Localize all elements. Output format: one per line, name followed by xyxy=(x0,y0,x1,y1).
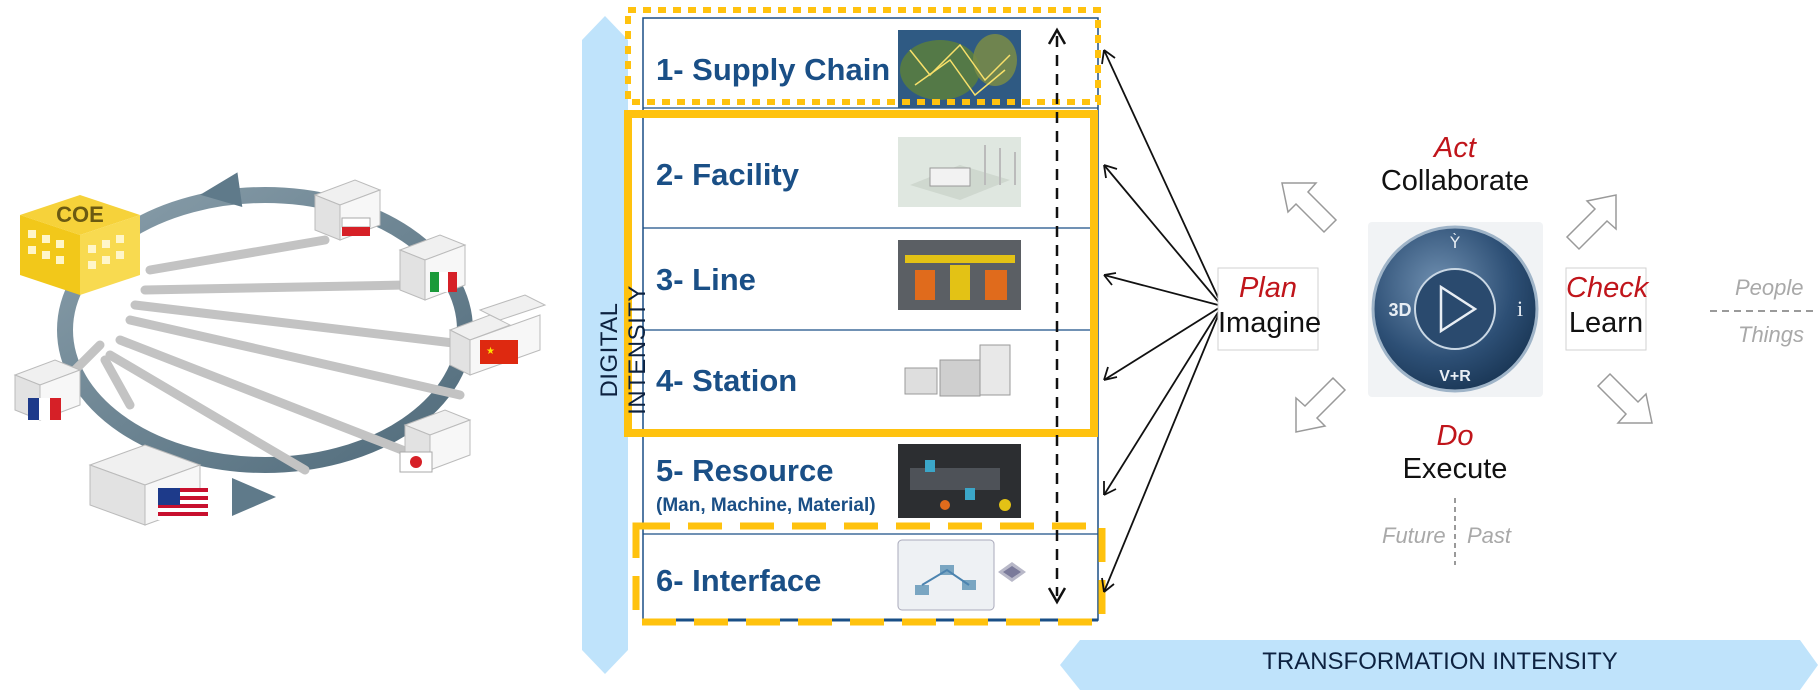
interface-image xyxy=(897,539,1026,611)
factory-france xyxy=(13,359,82,421)
levels-table xyxy=(642,17,1099,622)
compass-vr-label: V+R xyxy=(1439,368,1471,385)
factory-poland xyxy=(313,179,382,241)
level-6-title: 6- Interface xyxy=(656,563,822,598)
things-label: Things xyxy=(1738,322,1805,347)
check-verb: Learn xyxy=(1568,307,1644,339)
level-3-title: 3- Line xyxy=(656,262,756,297)
factory-china: ★ xyxy=(448,294,547,376)
china-flag xyxy=(480,340,518,364)
antenna-icon: Ỳ xyxy=(1449,233,1460,252)
supply-chain-dotted-frame xyxy=(625,7,1101,105)
factory-japan xyxy=(399,409,472,473)
people-label: People xyxy=(1735,275,1804,300)
supply-chain-map-image xyxy=(898,30,1021,108)
compass-3d-label: 3D xyxy=(1388,300,1411,320)
act-keyword: Act xyxy=(1434,132,1476,164)
level-5-title: 5- Resource xyxy=(656,453,834,488)
do-keyword: Do xyxy=(1436,420,1474,452)
level-4-title: 4- Station xyxy=(656,363,798,398)
resource-image xyxy=(898,444,1021,518)
cycle-arrow-bottom-left xyxy=(1295,376,1347,433)
line-image xyxy=(898,240,1021,310)
plan-box xyxy=(1217,267,1319,351)
plan-fan-arrows xyxy=(1101,49,1223,593)
cycle-arrow-top-right xyxy=(1565,194,1617,251)
act-verb: Collaborate xyxy=(1380,165,1530,197)
ring-arrow-top xyxy=(200,172,243,208)
ring-arrow-bottom xyxy=(232,478,276,516)
play-icon xyxy=(1439,284,1478,334)
spoke-arrows xyxy=(70,235,475,475)
factory-usa xyxy=(88,444,208,526)
cycle-arrows xyxy=(1281,182,1653,433)
compass-logo: Ỳ 3D i V+R xyxy=(1368,222,1543,397)
facility-station-solid-frame xyxy=(624,110,1098,437)
france-flag xyxy=(28,398,61,420)
italy-flag xyxy=(430,272,457,292)
transformation-intensity-axis xyxy=(1060,640,1818,690)
facility-image xyxy=(898,137,1021,207)
station-image xyxy=(898,340,1021,410)
svg-text:★: ★ xyxy=(486,346,495,357)
past-label: Past xyxy=(1467,523,1512,548)
level-2-title: 2- Facility xyxy=(656,157,799,192)
coe-building: COE xyxy=(20,195,140,295)
do-verb: Execute xyxy=(1402,453,1508,485)
network-diagram: COE ★ xyxy=(13,172,547,526)
poland-flag xyxy=(341,217,371,228)
coe-label: COE xyxy=(56,202,104,227)
check-keyword: Check xyxy=(1566,272,1649,304)
check-box xyxy=(1565,267,1647,351)
level-5-subtitle: (Man, Machine, Material) xyxy=(656,495,876,516)
cycle-arrow-top-left xyxy=(1281,182,1338,234)
factory-italy xyxy=(398,234,467,301)
future-label: Future xyxy=(1382,523,1446,548)
interface-dashed-frame xyxy=(632,522,1106,626)
plan-keyword: Plan xyxy=(1238,272,1298,304)
cycle-arrow-bottom-right xyxy=(1596,372,1653,424)
digital-intensity-label: DIGITAL INTENSITY xyxy=(596,285,651,415)
compass-i-label: i xyxy=(1517,296,1523,321)
usa-flag xyxy=(158,488,208,520)
digital-intensity-axis xyxy=(582,16,628,674)
level-1-title: 1- Supply Chain xyxy=(656,52,891,87)
transformation-intensity-label: TRANSFORMATION INTENSITY xyxy=(1262,648,1618,675)
plan-verb: Imagine xyxy=(1218,307,1322,339)
